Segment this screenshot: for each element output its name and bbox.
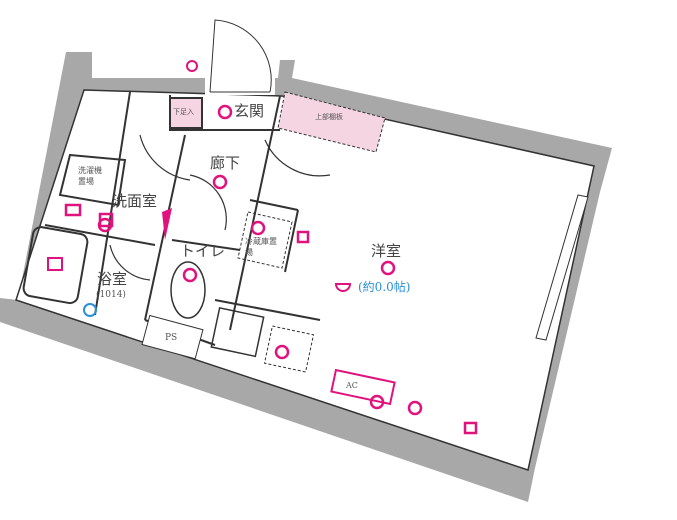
- fridge-outlet-icon: [250, 220, 266, 236]
- bathtub-panel-icon: [47, 257, 63, 271]
- washer-space-label: 洗濯機置場: [78, 166, 102, 186]
- upper-shelf: [277, 91, 386, 153]
- aircon: [330, 368, 396, 406]
- upper-shelf-label: 上部棚板: [315, 113, 343, 121]
- aircon-label: AC: [346, 381, 358, 390]
- western-room-size: (約0.0帖): [358, 280, 411, 294]
- ac-outlet-icon: [369, 394, 385, 410]
- entrance-light-icon: [217, 104, 233, 120]
- washer-outlet-icon: [64, 203, 82, 217]
- switch-icon: [296, 230, 310, 244]
- room-label-ps: PS: [165, 333, 178, 343]
- bathroom-size: (1014): [96, 290, 126, 300]
- electrical-markers: [64, 104, 478, 435]
- window: [535, 194, 589, 341]
- toilet-bowl: [170, 261, 206, 319]
- room-light-icon: [380, 260, 396, 276]
- pipe-space: [141, 314, 204, 360]
- door-swings: [109, 134, 331, 281]
- outlet-m-icon: [463, 421, 478, 435]
- ceiling-light-icon: [334, 283, 352, 292]
- bathtub: [22, 226, 89, 305]
- washer-space: [58, 153, 127, 207]
- vent-icon: [98, 212, 114, 228]
- fridge-space: [237, 211, 293, 269]
- stove: [263, 325, 315, 373]
- outlet-icon: [407, 400, 423, 416]
- room-label-toilet: トイレ: [180, 242, 226, 260]
- entrance-gap: [205, 55, 275, 95]
- toilet-light-icon: [182, 267, 198, 283]
- hall-light-icon: [212, 174, 228, 190]
- room-label-entrance: 玄関: [234, 102, 265, 120]
- room-label-washroom: 洗面室: [112, 192, 158, 210]
- room-label-hallway: 廊下: [210, 154, 241, 172]
- kitchen-outlet-icon: [274, 344, 290, 360]
- shoe-box-label: 下足入: [173, 108, 194, 116]
- room-label-western: 洋室: [371, 242, 402, 260]
- entrance-door: [209, 19, 272, 93]
- fridge-space-label: 冷蔵庫置場: [245, 237, 277, 257]
- bath-drain-icon: [83, 303, 97, 317]
- room-label-bathroom: 浴室: [97, 270, 128, 288]
- door-mark-icon: [186, 60, 198, 72]
- shoe-box: [169, 97, 203, 129]
- mirror-icon: [162, 208, 172, 240]
- kitchen-sink: [210, 306, 265, 358]
